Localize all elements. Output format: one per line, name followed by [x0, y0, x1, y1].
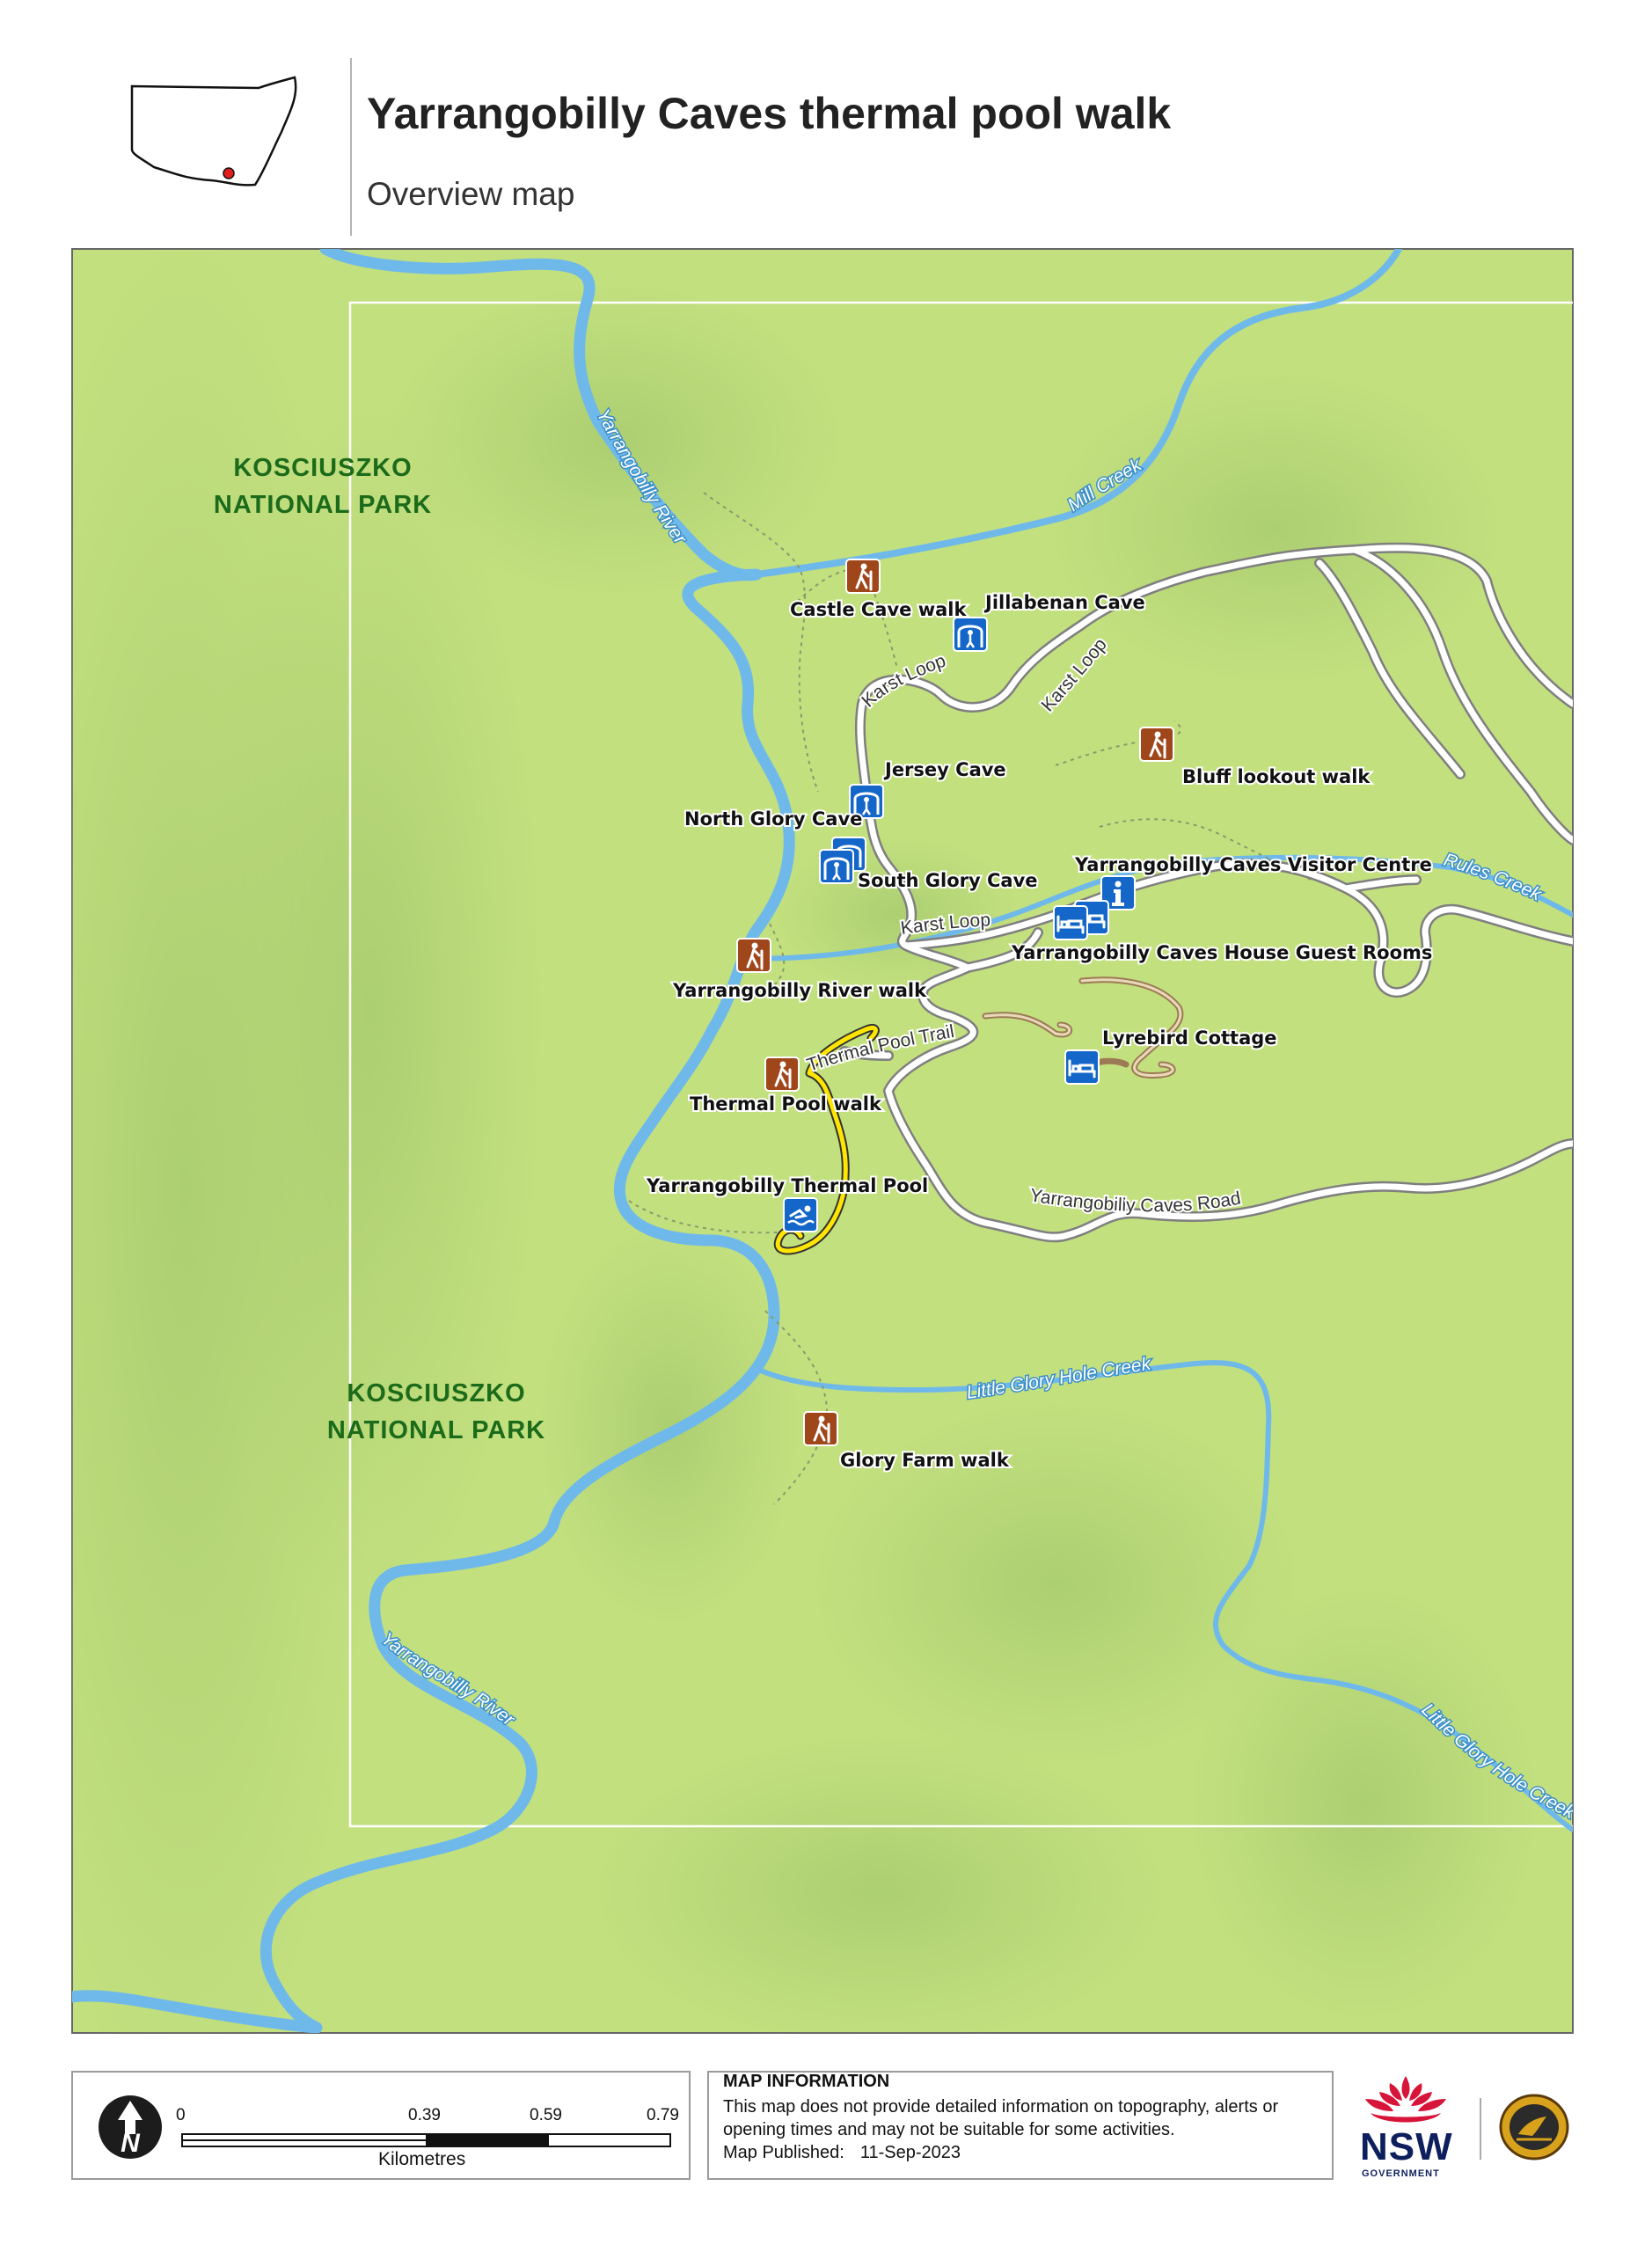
hiker-icon	[845, 559, 881, 594]
thermal-pool-walk-route	[773, 1024, 880, 1255]
hiker-icon	[803, 1411, 838, 1446]
nsw-waratah-logo	[1365, 2076, 1446, 2123]
scale-tick-0: 0	[176, 2106, 186, 2124]
logo-divider	[1480, 2098, 1481, 2160]
little-glory-hole-creek-line	[752, 1360, 1573, 1832]
label-guest-rooms: Yarrangobilly Caves House Guest Rooms	[1011, 942, 1432, 963]
scale-box	[71, 2071, 691, 2180]
scale-bar	[181, 2133, 671, 2147]
map-info-heading: MAP INFORMATION	[723, 2072, 890, 2091]
hiker-icon	[736, 938, 771, 973]
park-label-2-line1: KOSCIUSZKO	[347, 1379, 525, 1408]
cave-icon	[849, 784, 884, 819]
map-subtitle: Overview map	[367, 176, 575, 212]
map-info-published: Map Published: 11-Sep-2023	[723, 2143, 961, 2163]
label-bluff-lookout-walk: Bluff lookout walk	[1182, 766, 1371, 787]
info-icon	[1100, 875, 1136, 910]
label-jersey-cave: Jersey Cave	[883, 759, 1006, 780]
locator-marker	[223, 167, 235, 179]
inset-frame	[348, 301, 1573, 1828]
published-date: 11-Sep-2023	[859, 2143, 961, 2162]
label-jillabenan-cave: Jillabenan Cave	[983, 592, 1145, 613]
label-north-glory-cave: North Glory Cave	[684, 808, 862, 830]
north-arrow-icon: N	[99, 2095, 162, 2159]
nsw-locator-map	[130, 76, 297, 186]
label-river-walk: Yarrangobilly River walk	[672, 980, 927, 1001]
yarrangobilly-river-line	[72, 249, 795, 2033]
park-labels: KOSCIUSZKO NATIONAL PARK KOSCIUSZKO NATI…	[214, 454, 545, 1444]
cave-icon	[953, 617, 988, 652]
map-content: KOSCIUSZKO NATIONAL PARK KOSCIUSZKO NATI…	[72, 249, 1573, 2033]
bed-icon	[1064, 1049, 1100, 1085]
label-lyrebird-cottage: Lyrebird Cottage	[1102, 1027, 1277, 1049]
mill-creek-line	[753, 249, 1402, 578]
hiker-icon	[764, 1057, 800, 1092]
swimming-icon	[783, 1197, 818, 1232]
nsw-logo-subtext: GOVERNMENT	[1362, 2168, 1440, 2179]
nsw-logo-text: NSW	[1360, 2125, 1453, 2168]
scale-tick-2: 0.59	[530, 2106, 562, 2124]
hiker-icon	[1139, 727, 1174, 762]
label-glory-farm-walk: Glory Farm walk	[840, 1450, 1010, 1471]
label-castle-cave-walk: Castle Cave walk	[790, 599, 967, 620]
park-label-1-line1: KOSCIUSZKO	[233, 454, 412, 482]
npws-emblem-icon	[1499, 2094, 1569, 2161]
scale-tick-3: 0.79	[647, 2106, 679, 2124]
roads	[839, 542, 1573, 1243]
cottage-tracks-inner	[983, 978, 1182, 1078]
label-thermal-pool: Yarrangobilly Thermal Pool	[646, 1175, 928, 1196]
poi-labels: Castle Cave walk Jillabenan Cave Jersey …	[644, 590, 1434, 1473]
poi-icons	[736, 559, 1174, 1446]
bed-icon	[1053, 905, 1088, 940]
terrain-shading	[72, 249, 1539, 2033]
park-label-2-line2: NATIONAL PARK	[327, 1416, 545, 1444]
header-divider	[350, 58, 352, 236]
label-south-glory-cave: South Glory Cave	[858, 870, 1038, 891]
scale-tick-1: 0.39	[408, 2106, 441, 2124]
cave-icon	[819, 849, 854, 884]
park-label-1-line2: NATIONAL PARK	[214, 491, 432, 519]
published-label: Map Published:	[723, 2143, 844, 2162]
label-visitor-centre: Yarrangobilly Caves Visitor Centre	[1074, 854, 1432, 875]
svg-text:N: N	[121, 2129, 141, 2158]
map-info-text: This map does not provide detailed infor…	[723, 2097, 1279, 2139]
map-title: Yarrangobilly Caves thermal pool walk	[367, 89, 1172, 138]
info-box	[707, 2071, 1334, 2180]
label-thermal-pool-walk: Thermal Pool walk	[690, 1093, 882, 1115]
scale-unit: Kilometres	[378, 2149, 466, 2169]
